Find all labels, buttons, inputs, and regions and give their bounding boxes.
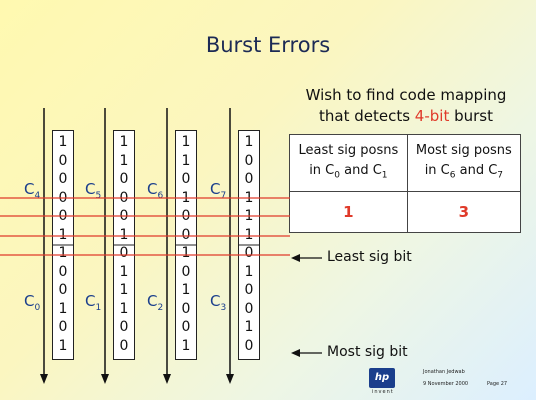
hp-logo-text: hp: [374, 372, 390, 383]
bit: 0: [119, 189, 129, 206]
h1-sub2: 1: [381, 170, 388, 181]
bit: 1: [181, 134, 191, 150]
h1-sub1: 0: [334, 170, 340, 181]
wish-line-2: that detects 4-bit burst: [296, 106, 516, 127]
bit: 1: [58, 337, 68, 354]
burst-size: 4-bit: [414, 107, 450, 125]
bit: 0: [244, 300, 254, 317]
sig-table: Least sig posns in C0 and C1 Most sig po…: [289, 134, 522, 233]
h1-pre: in C: [309, 162, 335, 178]
bit: 1: [58, 300, 68, 317]
footer-date: 9 November 2000: [423, 381, 469, 387]
column-bottom-label: C1: [85, 292, 102, 313]
bit: 0: [119, 245, 129, 261]
column-bottom-label: C0: [24, 292, 41, 313]
bit: 1: [244, 134, 254, 150]
h2-sub1: 6: [449, 170, 456, 181]
bit: 1: [181, 282, 191, 298]
bit: 0: [244, 282, 254, 298]
hp-logo-sub: invent: [372, 389, 394, 395]
bit: 1: [244, 263, 254, 280]
h2-mid: and C: [455, 162, 498, 178]
header-most-line2: in C6 and C7: [408, 161, 520, 186]
footer-page: Page 27: [487, 381, 508, 387]
bit: 0: [58, 208, 68, 224]
column-arrow-head: [163, 374, 171, 384]
bit: 0: [119, 208, 129, 224]
bit: 1: [119, 282, 129, 298]
h2-sub2: 7: [497, 170, 504, 181]
bit: 0: [58, 171, 68, 187]
bit: 0: [244, 152, 254, 169]
least-sig-bit-label: Least sig bit: [327, 249, 412, 265]
header-most-line1: Most sig posns: [415, 142, 512, 158]
bit: 0: [119, 171, 129, 187]
header-least-line2: in C0 and C1: [290, 161, 407, 186]
bit: 0: [58, 152, 68, 169]
bit: 0: [181, 208, 191, 224]
bit: 1: [244, 319, 254, 335]
bit: 1: [181, 245, 191, 261]
bit: 1: [244, 226, 254, 243]
column-arrow-head: [40, 374, 48, 384]
column-top-label: C6: [147, 180, 164, 201]
column-top-label: C5: [85, 180, 102, 201]
bit: 1: [119, 152, 129, 169]
wish-line-2-pre: that detects: [318, 107, 415, 125]
h1-mid: and C: [339, 162, 382, 178]
value-least: 1: [289, 191, 408, 233]
wish-text: Wish to find code mapping that detects 4…: [296, 85, 516, 127]
value-most: 3: [406, 191, 522, 233]
bit: 1: [119, 300, 129, 317]
h2-pre: in C: [424, 162, 450, 178]
most-sig-bit-label: Most sig bit: [327, 344, 408, 360]
bit: 1: [181, 189, 191, 206]
bit: 1: [58, 226, 68, 243]
column-top-label: C7: [210, 180, 227, 201]
bit: 1: [181, 152, 191, 169]
column-arrow-head: [101, 374, 109, 384]
bit: 0: [119, 319, 129, 335]
bit: 1: [244, 208, 254, 224]
bit: 1: [58, 134, 68, 150]
bit: 0: [244, 337, 254, 354]
column-top-label: C4: [24, 180, 41, 201]
bit: 1: [119, 226, 129, 243]
column-bottom-label: C3: [210, 292, 227, 313]
pointer-arrow-head: [291, 254, 300, 262]
header-least: Least sig posns in C0 and C1: [289, 134, 408, 192]
slide-title: Burst Errors: [205, 33, 331, 57]
column-bottom-label: C2: [147, 292, 164, 313]
bit: 0: [244, 245, 254, 261]
header-least-line1: Least sig posns: [298, 142, 399, 158]
bit: 1: [244, 189, 254, 206]
column-arrow-head: [226, 374, 234, 384]
bit: 1: [119, 263, 129, 280]
bit: 1: [119, 134, 129, 150]
bit: 0: [58, 282, 68, 298]
hp-logo: hp: [369, 368, 395, 388]
bit: 0: [58, 189, 68, 206]
wish-line-2-post: burst: [449, 107, 493, 125]
bit: 1: [58, 245, 68, 261]
bit: 0: [58, 263, 68, 280]
wish-line-1: Wish to find code mapping: [305, 86, 507, 104]
pointer-arrow-head: [291, 349, 300, 357]
bit: 0: [181, 226, 191, 243]
bit: 0: [181, 263, 191, 280]
header-most: Most sig posns in C6 and C7: [406, 134, 522, 192]
bit: 1: [181, 337, 191, 354]
bit: 0: [119, 337, 129, 354]
bit: 0: [181, 300, 191, 317]
bit: 0: [58, 319, 68, 335]
bit: 0: [181, 171, 191, 187]
bit: 0: [181, 319, 191, 335]
footer-author: Jonathan Jedwab: [423, 369, 465, 375]
bit: 0: [244, 171, 254, 187]
